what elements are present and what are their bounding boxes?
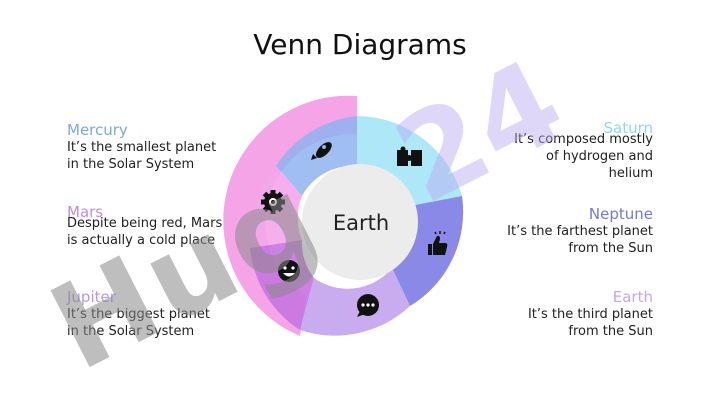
item-name: Jupiter [67, 288, 116, 306]
item-name: Saturn [603, 119, 653, 137]
thumbs-up-icon [428, 231, 448, 255]
segment-purple [392, 196, 464, 306]
item-earth: Earth It’s the third planet from the Sun [483, 288, 653, 340]
smiley-icon [278, 260, 300, 282]
center-label: Earth [332, 211, 390, 235]
rocket-icon [311, 141, 332, 160]
item-name: Mars [67, 203, 104, 221]
puzzle-icon [397, 146, 422, 166]
item-neptune: Neptune It’s the farthest planet from th… [483, 205, 653, 257]
item-mars: Mars Despite being red, Mars is actually… [67, 205, 237, 249]
item-desc: Despite being red, Mars is actually a co… [67, 216, 223, 248]
item-desc: It’s composed mostly of hydrogen and hel… [514, 132, 653, 181]
segment-magenta [250, 240, 314, 330]
item-desc: It’s the farthest planet from the Sun [507, 224, 653, 256]
segment-lavender [300, 268, 410, 336]
chat-icon [357, 294, 379, 317]
gear-icon [261, 190, 285, 214]
item-desc: It’s the smallest planet in the Solar Sy… [67, 140, 217, 172]
item-name: Neptune [588, 205, 653, 223]
segment-cyan [357, 116, 462, 206]
item-saturn: Saturn It’s composed mostly of hydrogen … [483, 121, 653, 182]
item-desc: It’s the third planet from the Sun [527, 307, 653, 339]
item-jupiter: Jupiter It’s the biggest planet in the S… [67, 288, 237, 340]
item-mercury: Mercury It’s the smallest planet in the … [67, 121, 237, 173]
center-circle [302, 164, 418, 280]
item-name: Earth [612, 288, 653, 306]
item-name: Mercury [67, 121, 128, 139]
item-desc: It’s the biggest planet in the Solar Sys… [67, 307, 210, 339]
page-title: Venn Diagrams [253, 28, 467, 61]
